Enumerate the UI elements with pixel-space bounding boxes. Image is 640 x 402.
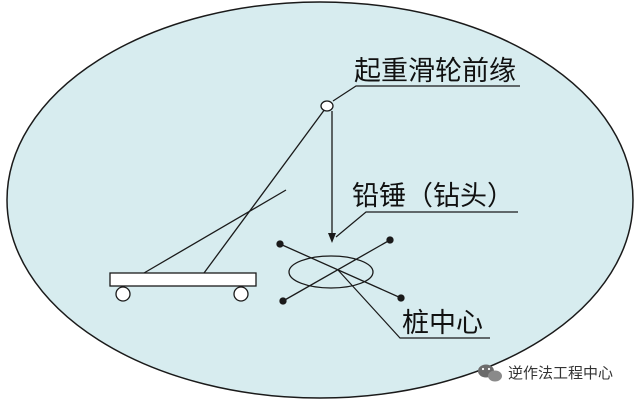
rig-wheel-left	[115, 286, 131, 302]
rig-wheel-right	[233, 286, 249, 302]
cross-line-a	[279, 243, 402, 299]
plumb-bob-arrow-icon	[328, 233, 336, 243]
leader-pile-center	[337, 269, 490, 339]
stake-point	[386, 236, 394, 244]
rig-guy-line	[143, 189, 287, 274]
rig-base-platform	[109, 272, 257, 287]
watermark: 逆作法工程中心	[478, 364, 613, 382]
drill-rig	[109, 100, 334, 302]
stake-point	[276, 240, 284, 248]
label-pile-center: 桩中心	[402, 308, 483, 339]
label-plumb-bob: 铅锤（钻头）	[352, 181, 514, 212]
background-ellipse	[6, 1, 634, 399]
plumb-line	[328, 111, 336, 243]
stake-point	[279, 297, 287, 305]
label-pulley-front-edge: 起重滑轮前缘	[354, 56, 516, 87]
cross-line-b	[282, 239, 391, 302]
watermark-text: 逆作法工程中心	[508, 364, 613, 382]
wechat-icon	[478, 364, 502, 382]
stake-point	[397, 294, 405, 302]
pulley-icon	[320, 100, 334, 112]
rig-mast	[203, 108, 326, 274]
leader-plumb-bob	[335, 211, 518, 238]
leader-lines	[332, 85, 520, 339]
pile-outline	[288, 255, 374, 289]
pile-center-marker	[276, 236, 405, 305]
leader-pulley	[332, 85, 520, 102]
